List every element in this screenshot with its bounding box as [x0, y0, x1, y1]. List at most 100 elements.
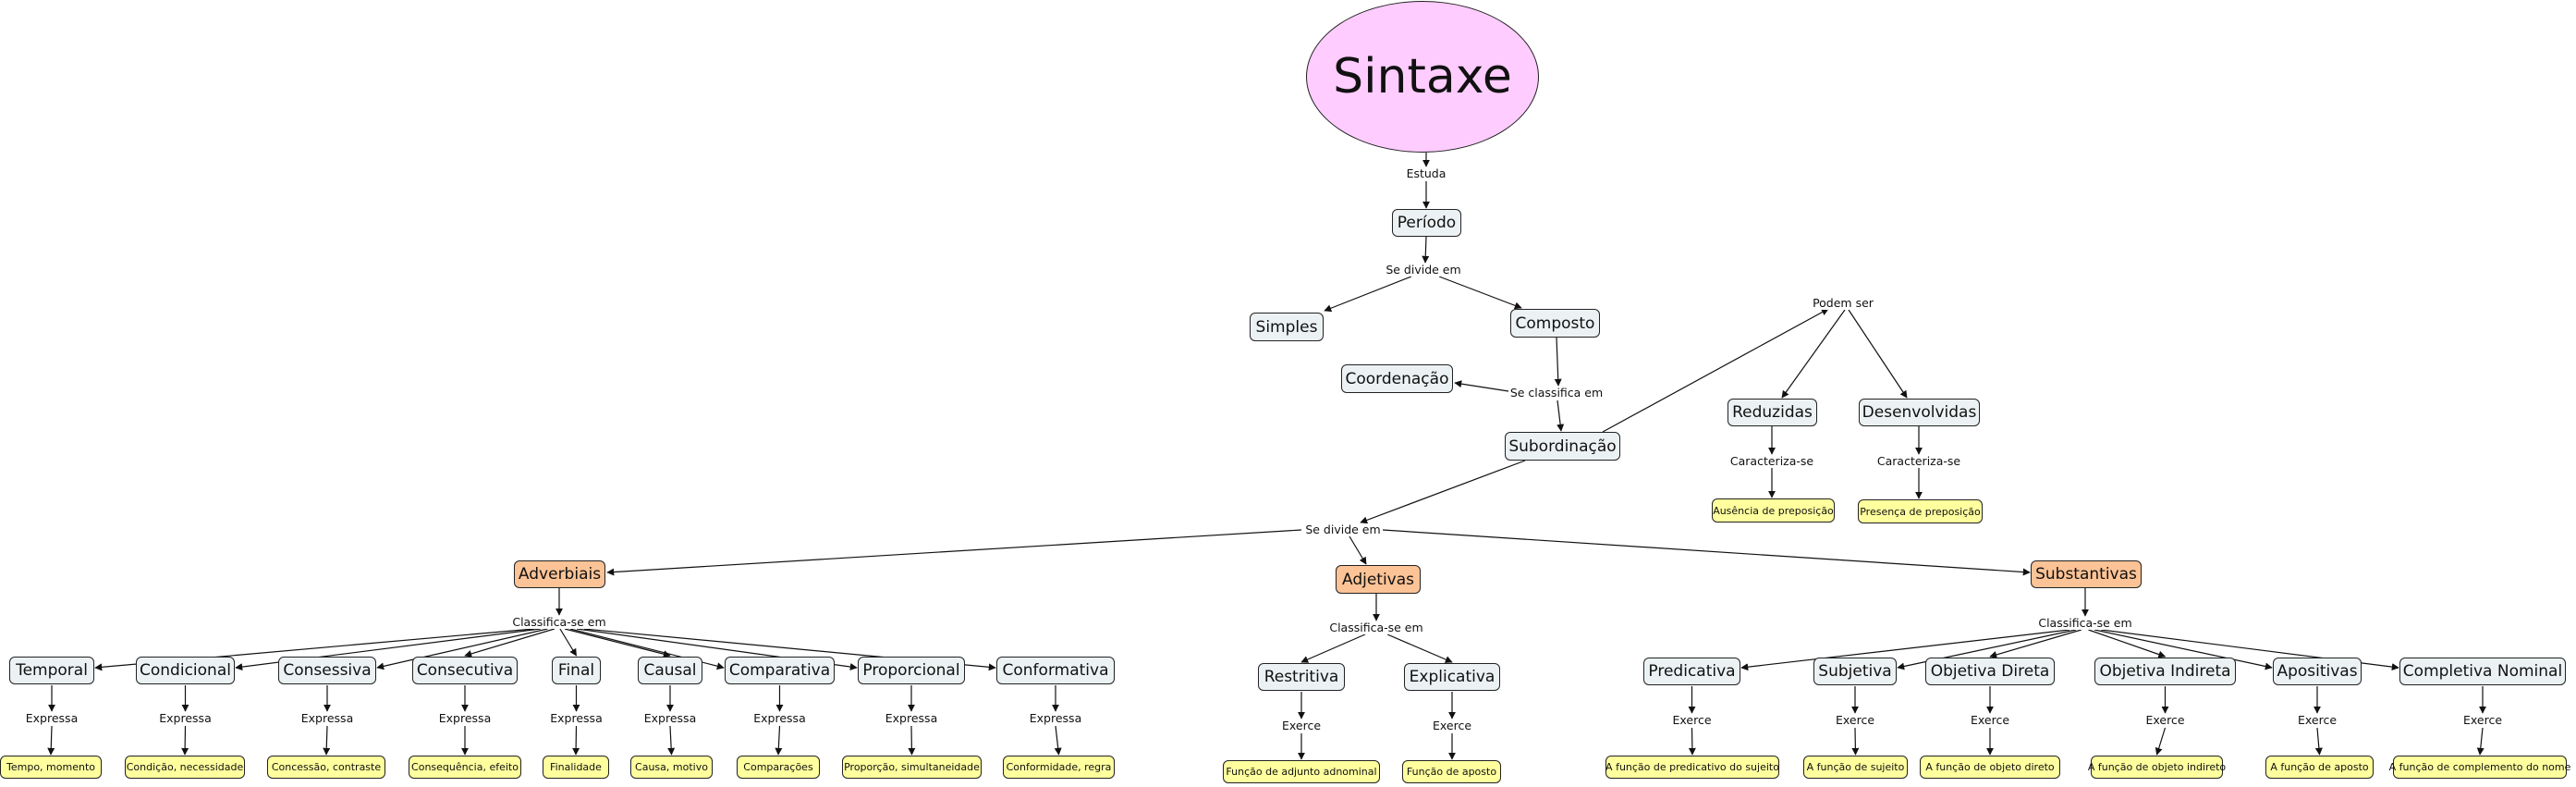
edge-classifica-adv-2 [376, 628, 548, 670]
leaf-expressa-proporcional[interactable]: Proporção, simultaneidade [842, 756, 982, 779]
sub-objetiva-direta[interactable]: Objetiva Direta [1925, 658, 2055, 685]
edge-classifica-sub-2 [1989, 629, 2082, 658]
link-label-classifica-se-em-adverbiais: Classifica-se em [511, 615, 607, 629]
adv-condicional[interactable]: Condicional [136, 657, 235, 684]
edge-classifica-coordenacao [1454, 380, 1509, 392]
edge-divide-composto [1438, 276, 1522, 310]
edge-classifica-adv-5 [564, 628, 671, 658]
concept-composto[interactable]: Composto [1510, 309, 1600, 338]
leaf-exerce-subjetiva[interactable]: A função de sujeito [1803, 756, 1908, 779]
adv-comparativa[interactable]: Comparativa [725, 657, 835, 684]
link-label-expressa: Expressa [549, 711, 604, 725]
edge-podem-reduzidas [1781, 309, 1846, 399]
link-label-se-divide-em-subordinacao: Se divide em [1304, 523, 1382, 536]
sub-objetiva-indireta[interactable]: Objetiva Indireta [2094, 658, 2236, 685]
link-label-exerce: Exerce [1834, 713, 1876, 727]
link-label-expressa: Expressa [752, 711, 807, 725]
link-label-se-classifica-em: Se classifica em [1508, 386, 1605, 400]
adv-consessiva[interactable]: Consessiva [278, 657, 376, 684]
edge-expressa-leaf-5 [667, 725, 676, 756]
concept-coordenacao[interactable]: Coordenação [1341, 364, 1453, 393]
link-label-exerce: Exerce [1431, 719, 1473, 732]
concept-simples[interactable]: Simples [1250, 313, 1324, 341]
edge-divide-simples [1324, 276, 1412, 313]
edge-expressa-leaf-7 [908, 725, 916, 756]
adv-temporal[interactable]: Temporal [9, 657, 94, 684]
link-label-expressa: Expressa [437, 711, 493, 725]
link-label-exerce: Exerce [2461, 713, 2504, 727]
leaf-exerce-restritiva[interactable]: Função de adjunto adnominal [1223, 760, 1380, 783]
leaf-presenca-de-preposicao[interactable]: Presença de preposição [1858, 499, 1983, 523]
link-label-expressa: Expressa [642, 711, 698, 725]
leaf-exerce-predicativa[interactable]: A função de predicativo do sujeito [1605, 756, 1779, 779]
adv-proporcional[interactable]: Proporcional [858, 657, 965, 684]
edge-subordinacao-podem-ser [1602, 308, 1829, 433]
leaf-expressa-consecutiva[interactable]: Consequência, efeito [409, 756, 521, 779]
edge-divide-substantivas [1382, 529, 2031, 576]
category-substantivas[interactable]: Substantivas [2031, 560, 2142, 588]
edge-classifica-adj-1 [1386, 633, 1453, 663]
edge-classifica-adj-0 [1300, 633, 1366, 663]
link-label-classifica-se-em-adjetivas: Classifica-se em [1328, 621, 1424, 634]
edge-classifica-adv-3 [464, 628, 555, 658]
leaf-exerce-completiva-nominal[interactable]: A função de complemento do nome [2389, 756, 2570, 779]
category-adverbiais[interactable]: Adverbiais [514, 560, 605, 588]
edge-exerce-leaf-sub-4 [2314, 727, 2323, 756]
leaf-ausencia-de-preposicao[interactable]: Ausência de preposição [1712, 498, 1835, 523]
leaf-expressa-causal[interactable]: Causa, motivo [630, 756, 713, 779]
leaf-expressa-conformativa[interactable]: Conformidade, regra [1003, 756, 1115, 779]
leaf-exerce-objetiva-direta[interactable]: A função de objeto direto [1920, 756, 2060, 779]
leaf-expressa-temporal[interactable]: Tempo, momento [0, 756, 102, 779]
edge-divide-adjetivas [1349, 535, 1367, 565]
leaf-exerce-explicativa[interactable]: Função de aposto [1402, 760, 1501, 783]
sub-apositivas[interactable]: Apositivas [2273, 658, 2362, 685]
sub-subjetiva[interactable]: Subjetiva [1813, 658, 1897, 685]
edge-podem-desenvolvidas [1848, 309, 1908, 399]
edge-expressa-leaf-4 [572, 725, 580, 756]
leaf-expressa-final[interactable]: Finalidade [543, 756, 609, 779]
leaf-expressa-comparativa[interactable]: Comparações [737, 756, 820, 779]
leaf-exerce-objetiva-indireta[interactable]: A função de objeto indireto [2088, 756, 2226, 779]
leaf-exerce-apositivas[interactable]: A função de aposto [2265, 756, 2374, 779]
leaf-expressa-condicional[interactable]: Condição, necessidade [125, 756, 245, 779]
edge-expressa-leaf-0 [47, 725, 55, 756]
link-label-caracteriza-se-reduzidas: Caracteriza-se [1728, 454, 1815, 468]
edge-exerce-leaf-sub-5 [2476, 727, 2484, 756]
link-label-expressa: Expressa [158, 711, 213, 725]
edge-divide-adverbiais [606, 529, 1302, 576]
adv-consecutiva[interactable]: Consecutiva [412, 657, 518, 684]
link-label-exerce: Exerce [1280, 719, 1323, 732]
edge-expressa-leaf-2 [323, 725, 331, 756]
leaf-expressa-consessiva[interactable]: Concessão, contraste [267, 756, 385, 779]
adj-explicativa[interactable]: Explicativa [1404, 663, 1500, 691]
sub-predicativa[interactable]: Predicativa [1643, 658, 1740, 685]
edge-classifica-sub-0 [1740, 629, 2070, 671]
edge-subordinacao-divide [1360, 460, 1526, 524]
category-adjetivas[interactable]: Adjetivas [1336, 565, 1421, 594]
link-label-expressa: Expressa [884, 711, 939, 725]
link-label-exerce: Exerce [2144, 713, 2186, 727]
concept-desenvolvidas[interactable]: Desenvolvidas [1859, 399, 1980, 426]
concept-reduzidas[interactable]: Reduzidas [1728, 399, 1817, 426]
link-label-expressa: Expressa [1028, 711, 1083, 725]
concept-subordinacao[interactable]: Subordinação [1505, 432, 1620, 461]
adj-restritiva[interactable]: Restritiva [1258, 663, 1345, 691]
adv-causal[interactable]: Causal [638, 657, 702, 684]
edge-classifica-subordinacao [1557, 400, 1565, 432]
link-label-exerce: Exerce [1969, 713, 2011, 727]
link-label-estuda: Estuda [1405, 166, 1447, 180]
edge-exerce-leaf-sub-1 [1851, 727, 1860, 756]
link-label-exerce: Exerce [1671, 713, 1713, 727]
adv-conformativa[interactable]: Conformativa [996, 657, 1115, 684]
link-label-classifica-se-em-substantivas: Classifica-se em [2037, 616, 2133, 630]
concept-periodo[interactable]: Período [1392, 209, 1461, 237]
link-label-caracteriza-se-desenvolvidas: Caracteriza-se [1875, 454, 1962, 468]
link-label-podem-ser: Podem ser [1812, 296, 1874, 310]
edge-expressa-leaf-8 [1054, 725, 1062, 756]
edge-composto-classifica [1554, 337, 1562, 387]
link-label-se-divide-em-periodo: Se divide em [1385, 263, 1462, 277]
root-concept-sintaxe[interactable]: Sintaxe [1306, 1, 1539, 153]
sub-completiva-nominal[interactable]: Completiva Nominal [2399, 658, 2566, 685]
adv-final[interactable]: Final [552, 657, 601, 684]
edge-classifica-sub-3 [2088, 629, 2167, 658]
